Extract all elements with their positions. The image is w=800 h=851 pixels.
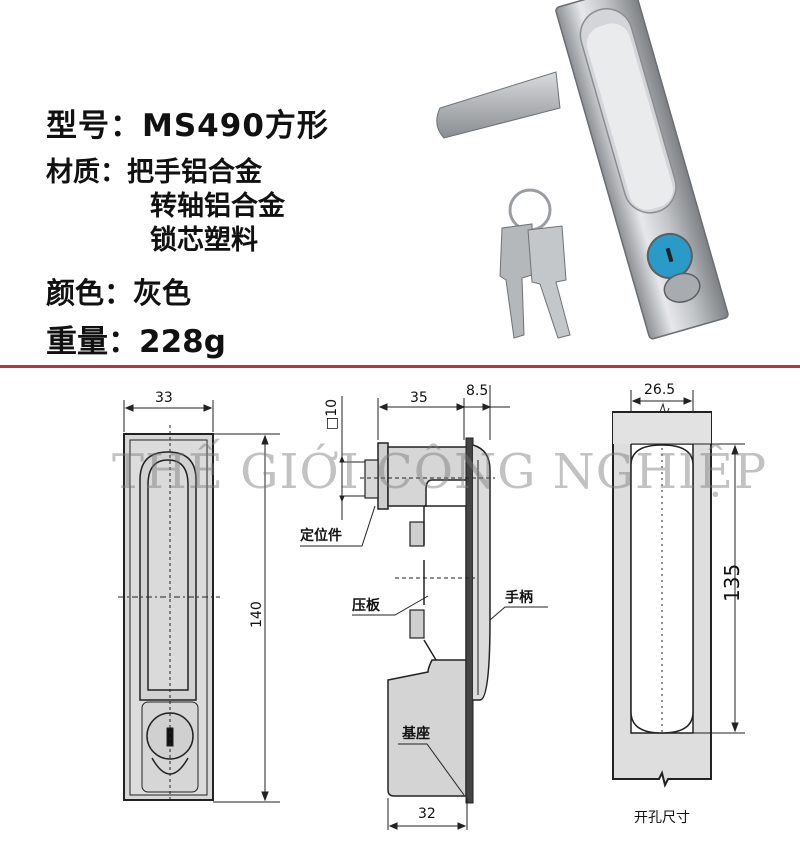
cutout-caption: 开孔尺寸 bbox=[634, 810, 690, 826]
spec-model: 型号：MS490方形 bbox=[46, 100, 329, 145]
weight-value: 228g bbox=[139, 324, 226, 360]
spec-color: 颜色：灰色 bbox=[46, 270, 191, 312]
weight-label: 重量： bbox=[46, 324, 139, 360]
watermark: THẾ GIỚI CÔNG NGHIỆP bbox=[112, 444, 768, 500]
handle-dim: 8.5 bbox=[466, 383, 488, 399]
base-dim: 32 bbox=[418, 806, 436, 822]
square-dim: □10 bbox=[324, 399, 340, 430]
model-value: MS490方形 bbox=[142, 108, 329, 144]
model-label: 型号： bbox=[46, 108, 142, 144]
color-value: 灰色 bbox=[133, 276, 192, 310]
front-height-dim: 140 bbox=[249, 601, 265, 628]
label-handle: 手柄 bbox=[505, 589, 533, 606]
spec-material: 材质：把手铝合金 bbox=[46, 150, 262, 189]
front-view bbox=[118, 400, 280, 803]
label-base: 基座 bbox=[402, 725, 430, 742]
handle-shaft bbox=[436, 71, 561, 139]
cutout-view bbox=[612, 390, 745, 788]
spec-weight: 重量：228g bbox=[46, 316, 226, 361]
label-positioning-part: 定位件 bbox=[300, 527, 342, 544]
section-divider bbox=[0, 365, 800, 368]
material-label: 材质： bbox=[46, 157, 127, 188]
front-width-dim: 33 bbox=[155, 390, 173, 406]
label-pressure-plate: 压板 bbox=[352, 597, 381, 614]
cutout-height-dim: 135 bbox=[720, 564, 744, 602]
material-value-3: 锁芯塑料 bbox=[150, 225, 258, 256]
color-label: 颜色： bbox=[46, 276, 134, 310]
side-view bbox=[300, 385, 548, 830]
depth-dim: 35 bbox=[410, 390, 428, 406]
material-value-1: 把手铝合金 bbox=[127, 157, 262, 188]
material-value-2: 转轴铝合金 bbox=[150, 191, 285, 222]
keys-icon bbox=[499, 188, 571, 339]
cutout-width-dim: 26.5 bbox=[644, 382, 675, 398]
handle-body bbox=[555, 0, 729, 340]
